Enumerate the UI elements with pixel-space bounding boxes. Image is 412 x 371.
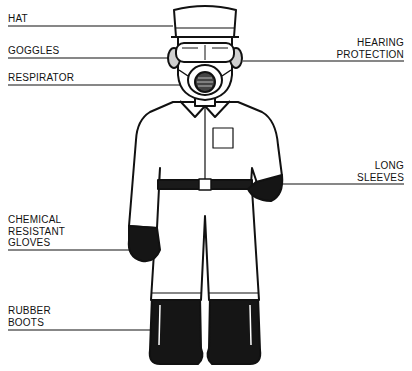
glove bbox=[248, 175, 282, 201]
leader-line bbox=[8, 84, 189, 85]
leader-line bbox=[8, 329, 150, 330]
leader-line bbox=[8, 57, 175, 58]
respirator-strap bbox=[179, 70, 231, 76]
leader-line bbox=[8, 25, 173, 26]
goggles bbox=[176, 43, 234, 62]
hat-brim bbox=[171, 36, 239, 38]
worker-figure bbox=[129, 6, 283, 364]
shirt bbox=[129, 102, 282, 228]
leader-line bbox=[283, 183, 404, 184]
pants-cuff bbox=[151, 292, 259, 293]
goggle-lens bbox=[182, 45, 228, 60]
part-label: CHEMICAL RESISTANT GLOVES bbox=[8, 214, 65, 249]
boot bbox=[208, 296, 261, 364]
part-label: GOGGLES bbox=[8, 45, 59, 57]
pocket bbox=[213, 128, 233, 148]
part-label: RUBBER BOOTS bbox=[8, 305, 51, 328]
part-label: RESPIRATOR bbox=[8, 72, 74, 84]
belt bbox=[158, 180, 252, 189]
filter-grille bbox=[197, 78, 213, 86]
shirt-placket bbox=[204, 106, 205, 182]
respirator-filter bbox=[195, 72, 215, 92]
part-label: HEARING PROTECTION bbox=[336, 37, 404, 60]
leader-line bbox=[8, 249, 129, 250]
leader-lines bbox=[8, 26, 404, 330]
glove bbox=[129, 226, 160, 261]
respirator bbox=[188, 65, 222, 95]
boot bbox=[150, 296, 203, 364]
hat bbox=[174, 6, 236, 37]
leader-line bbox=[243, 60, 404, 61]
belt-buckle bbox=[199, 179, 211, 190]
part-label: HAT bbox=[8, 13, 28, 25]
pants bbox=[151, 189, 259, 300]
part-label: LONG SLEEVES bbox=[357, 160, 404, 183]
hat-band bbox=[176, 27, 234, 28]
boot-highlight bbox=[159, 305, 251, 345]
